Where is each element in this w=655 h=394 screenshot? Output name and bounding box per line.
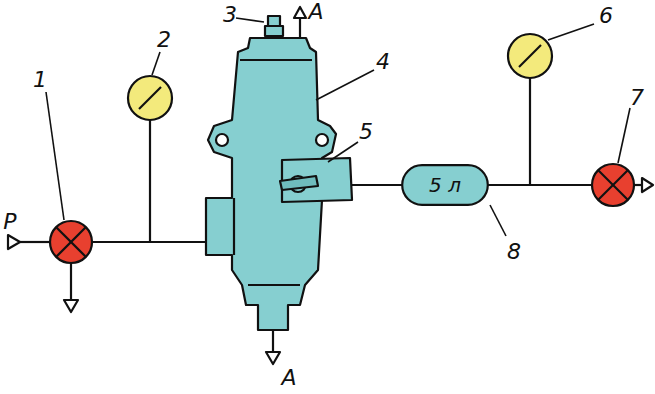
callout-label: 6: [599, 5, 613, 27]
pipe: [92, 241, 212, 243]
exhaust-arrow: [64, 300, 78, 312]
callout-label: 1: [33, 69, 47, 91]
reservoir-oval: 5 л: [401, 164, 489, 206]
leader-lines: [46, 18, 630, 236]
inlet-arrow: [8, 235, 20, 249]
valve-7: [592, 164, 634, 206]
gauge-stem: [529, 78, 531, 185]
callout-label: A: [281, 367, 296, 389]
callout-label: A: [308, 1, 323, 23]
pipe: [70, 264, 72, 300]
pipe: [634, 184, 642, 186]
callout-label: 5: [359, 121, 373, 143]
callout-label: 8: [507, 241, 521, 263]
pipe: [352, 184, 402, 186]
node-text: 5 л: [429, 175, 461, 195]
callout-label: 2: [157, 29, 171, 51]
callout-label: 3: [223, 4, 237, 26]
pipe: [488, 184, 592, 186]
gauge-6: [508, 34, 552, 78]
callout-label: 4: [376, 51, 390, 73]
gauge-stem: [149, 120, 151, 242]
callout-label: P: [3, 211, 16, 233]
valve-device-4: [206, 7, 352, 364]
valve-1: [50, 221, 92, 263]
callout-label: 7: [630, 87, 644, 109]
gauge-2: [128, 76, 172, 120]
outlet-arrow: [642, 178, 653, 192]
pipe: [20, 241, 50, 243]
